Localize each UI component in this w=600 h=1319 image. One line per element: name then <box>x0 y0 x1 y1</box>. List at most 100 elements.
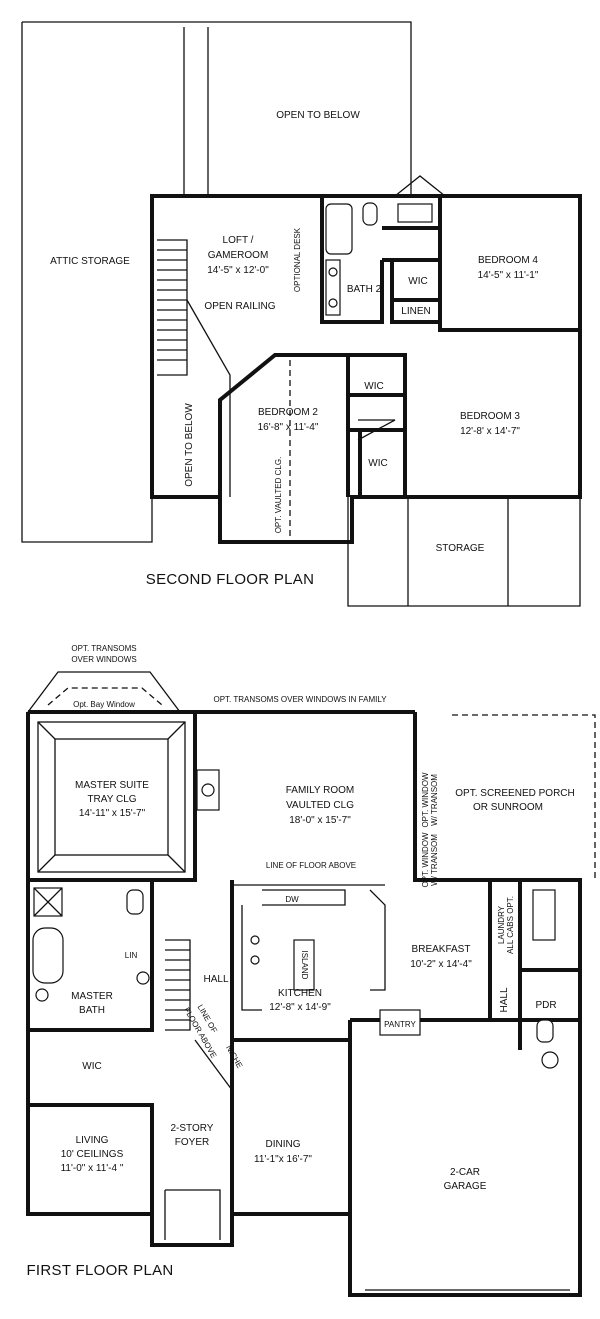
loft-label-line1: LOFT / <box>223 235 254 246</box>
upper-stair-treads <box>157 249 187 361</box>
open-railing-label: OPEN RAILING <box>204 301 275 312</box>
second-floor-walls <box>150 194 582 544</box>
loft-dims: 14'-5" x 12'-0" <box>207 265 269 276</box>
bath2-walls <box>320 196 384 324</box>
tray-ceiling-outer <box>37 721 186 873</box>
toilet-icon <box>362 202 378 226</box>
hall-sink-icon <box>397 203 433 223</box>
railing-lines <box>183 27 209 196</box>
attic-storage-label: ATTIC STORAGE <box>50 256 130 267</box>
wic-linen-walls <box>390 260 440 324</box>
tray-ceiling-inner <box>54 738 169 856</box>
stairs-outline <box>165 939 191 1031</box>
foyer-label-2: FOYER <box>175 1137 209 1148</box>
foyer-label-1: 2-STORY <box>171 1123 214 1134</box>
storage-label: STORAGE <box>436 543 485 554</box>
dining-dims: 11'-1"x 16'-7" <box>254 1154 312 1165</box>
attic-outline <box>21 22 153 543</box>
living-dims: 11'-0" x 11'-4 " <box>61 1163 124 1174</box>
wic-bed4-label: WIC <box>408 276 427 287</box>
tub-icon <box>32 927 64 984</box>
bedroom2-dims: 16'-8" x 11'-4" <box>258 422 319 433</box>
bedroom3-dims: 12'-8' x 14'-7" <box>460 426 520 437</box>
open-to-below-top-outline <box>22 21 412 196</box>
closet-door-icon <box>357 419 396 441</box>
laundry-cabs-label: ALL CABS OPT. <box>506 896 515 954</box>
transoms-family-label: OPT. TRANSOMS OVER WINDOWS IN FAMILY <box>213 695 387 704</box>
linen-label: LINEN <box>401 306 430 317</box>
toilet-icon <box>126 889 144 915</box>
opt-window-1: OPT. WINDOW <box>421 772 430 828</box>
pantry-label: PANTRY <box>384 1020 416 1029</box>
opt-window-1b: W/ TRANSOM <box>430 774 439 826</box>
breakfast-exterior <box>413 712 582 1020</box>
toilet-icon <box>536 1019 554 1043</box>
open-to-below-side-label: OPEN TO BELOW <box>184 403 195 487</box>
laundry-label: LAUNDRY <box>497 905 506 944</box>
wic-upper-label: WIC <box>364 381 383 392</box>
sink-icon <box>35 988 49 1002</box>
opt-window-2b: W/ TRANSOM <box>430 834 439 886</box>
hall-label: HALL <box>203 974 228 985</box>
dining-label: DINING <box>266 1139 301 1150</box>
second-floor-plan: OPEN TO BELOW ATTIC STORAGE LOFT / GAMER… <box>21 21 582 607</box>
bedroom2-label: BEDROOM 2 <box>258 407 318 418</box>
breakfast-dims: 10'-2" x 14'-4" <box>410 959 472 970</box>
bedroom4-walls <box>438 196 580 332</box>
bedroom4-dims: 14'-5" x 11'-1" <box>478 270 539 281</box>
wic-label: WIC <box>82 1061 101 1072</box>
sink-icon <box>136 971 150 985</box>
bedroom4-label: BEDROOM 4 <box>478 255 538 266</box>
family-room-label: FAMILY ROOM <box>286 785 355 796</box>
master-bath-label-2: BATH <box>79 1005 105 1016</box>
line-floor-above-label: LINE OF FLOOR ABOVE <box>266 861 356 870</box>
foyer-angle <box>194 1039 233 1091</box>
kitchen-dims: 12'-8" x 14'-9" <box>269 1002 331 1013</box>
second-floor-title: SECOND FLOOR PLAN <box>146 571 314 588</box>
stairs-outline <box>157 239 188 376</box>
porch-label-2: OR SUNROOM <box>473 802 543 813</box>
bedroom2-walls <box>218 353 350 497</box>
island-label: ISLAND <box>300 951 309 980</box>
first-floor-plan: OPT. TRANSOMS OVER WINDOWS Opt. Bay Wind… <box>26 644 596 1297</box>
kitchen-counters <box>262 889 386 991</box>
open-railing-line <box>186 299 231 497</box>
storage-outline <box>347 497 581 607</box>
tray-ceiling-corners <box>37 721 186 873</box>
bathtub-icon <box>325 203 353 255</box>
garage-label-2: GARAGE <box>444 1181 487 1192</box>
master-dims: 14'-11" x 15'-7" <box>79 808 146 819</box>
lin-label: LIN <box>125 951 138 960</box>
sink-icon <box>328 298 338 308</box>
family-vaulted-label: VAULTED CLG <box>286 800 354 811</box>
bedroom3-label: BEDROOM 3 <box>460 411 520 422</box>
entry-steps <box>164 1189 221 1240</box>
side-hall-label: HALL <box>499 987 510 1012</box>
master-bath-label-1: MASTER <box>71 991 113 1002</box>
master-tray-label: TRAY CLG <box>87 794 136 805</box>
breakfast-label: BREAKFAST <box>412 944 471 955</box>
opt-window-2: OPT. WINDOW <box>421 832 430 888</box>
pdr-label: PDR <box>535 1000 556 1011</box>
laundry-hall-walls <box>488 880 580 1050</box>
family-dims: 18'-0" x 15'-7" <box>289 815 351 826</box>
kitchen-label: KITCHEN <box>278 988 322 999</box>
opt-bay-label: Opt. Bay Window <box>73 700 135 709</box>
fireplace-grate-icon <box>201 783 215 797</box>
stair-treads <box>165 949 190 1021</box>
water-heater-icon <box>541 1051 559 1069</box>
porch-label-1: OPT. SCREENED PORCH <box>455 788 574 799</box>
washer-dryer-icon <box>532 889 556 941</box>
bay-projection <box>394 175 446 197</box>
opt-bay-dash <box>47 687 163 706</box>
opt-vaulted-label: OPT. VAULTED CLG. <box>274 457 283 534</box>
kitchen-counter-left <box>241 905 262 1011</box>
bay-window-outline <box>27 671 181 713</box>
living-ceiling-label: 10' CEILINGS <box>61 1149 124 1160</box>
closet-walls <box>348 353 407 497</box>
first-floor-title: FIRST FLOOR PLAN <box>26 1262 173 1279</box>
opt-transoms-1: OPT. TRANSOMS <box>71 644 136 653</box>
porch-outline <box>452 714 596 880</box>
